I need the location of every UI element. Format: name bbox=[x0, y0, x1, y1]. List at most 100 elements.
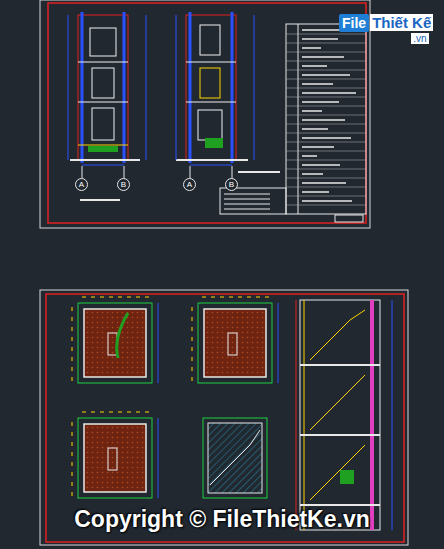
text-stroke bbox=[224, 199, 270, 200]
table-row bbox=[286, 160, 366, 161]
dim-tick bbox=[72, 337, 73, 341]
dim-tick bbox=[72, 307, 73, 311]
text-stroke bbox=[302, 38, 338, 40]
dim-tick bbox=[202, 297, 206, 298]
text-stroke bbox=[302, 47, 321, 49]
dim-tick bbox=[136, 412, 140, 413]
text-stroke bbox=[302, 128, 328, 130]
dim-tick bbox=[72, 327, 73, 331]
logo-text: File bbox=[339, 14, 369, 32]
dim-tick bbox=[192, 367, 193, 371]
axis-bubble: A bbox=[75, 178, 88, 191]
dim-tick bbox=[136, 297, 140, 298]
table-row bbox=[286, 151, 366, 152]
text-stroke bbox=[302, 65, 327, 67]
table-row bbox=[286, 43, 366, 44]
text-stroke bbox=[302, 83, 333, 85]
door bbox=[228, 333, 237, 355]
table-row bbox=[286, 97, 366, 98]
dim-tick bbox=[192, 327, 193, 331]
table-row bbox=[286, 34, 366, 35]
dim-tick bbox=[72, 357, 73, 361]
text-stroke bbox=[302, 146, 334, 148]
text-stroke bbox=[302, 155, 317, 157]
dim-tick bbox=[265, 297, 269, 298]
dim-tick bbox=[100, 412, 104, 413]
floor-hatch bbox=[84, 424, 146, 492]
dim-tick bbox=[127, 297, 131, 298]
dim-tick bbox=[256, 297, 260, 298]
dim-tick bbox=[192, 347, 193, 351]
text-stroke bbox=[302, 119, 345, 121]
dim-tick bbox=[72, 462, 73, 466]
text-stroke bbox=[224, 194, 270, 195]
table-row bbox=[286, 124, 366, 125]
floor-hatch bbox=[84, 309, 146, 377]
title-block-rows bbox=[224, 30, 366, 209]
table-row bbox=[286, 142, 366, 143]
text-stroke bbox=[224, 209, 270, 210]
dim-tick bbox=[72, 367, 73, 371]
table-row bbox=[286, 187, 366, 188]
dim-tick bbox=[211, 297, 215, 298]
dim-tick bbox=[109, 297, 113, 298]
dim-tick bbox=[82, 412, 86, 413]
table-row bbox=[286, 52, 366, 53]
logo-text: Thiết Kế bbox=[370, 14, 433, 31]
axis-bubble: A bbox=[183, 178, 196, 191]
dim-tick bbox=[109, 412, 113, 413]
table-row bbox=[286, 70, 366, 71]
plan-frame bbox=[78, 418, 152, 498]
dim-tick bbox=[220, 297, 224, 298]
dim-tick bbox=[91, 297, 95, 298]
axis-bubble: B bbox=[225, 178, 238, 191]
dim-tick bbox=[118, 297, 122, 298]
stair-curve bbox=[117, 313, 128, 358]
text-stroke bbox=[302, 56, 344, 58]
floor-hatch bbox=[204, 309, 266, 377]
dim-tick bbox=[145, 412, 149, 413]
dim-tick bbox=[82, 297, 86, 298]
plan-frame bbox=[78, 303, 152, 383]
text-stroke bbox=[302, 101, 339, 103]
text-stroke bbox=[302, 92, 356, 94]
table-row bbox=[286, 61, 366, 62]
text-stroke bbox=[302, 110, 322, 112]
dim-tick bbox=[238, 297, 242, 298]
table-row bbox=[286, 79, 366, 80]
table-row bbox=[286, 169, 366, 170]
text-stroke bbox=[224, 204, 270, 205]
dim-tick bbox=[72, 452, 73, 456]
dim-tick bbox=[72, 347, 73, 351]
table-row bbox=[286, 133, 366, 134]
dim-tick bbox=[72, 492, 73, 496]
dim-tick bbox=[91, 412, 95, 413]
dim-tick bbox=[118, 412, 122, 413]
dim-tick bbox=[100, 297, 104, 298]
dim-line bbox=[158, 303, 159, 383]
axis-bubble: B bbox=[117, 178, 130, 191]
dim-tick bbox=[127, 412, 131, 413]
table-row bbox=[286, 178, 366, 179]
text-stroke bbox=[302, 164, 340, 166]
table-row bbox=[286, 205, 366, 206]
text-stroke bbox=[302, 191, 329, 193]
floor-plans bbox=[72, 297, 278, 498]
dim-tick bbox=[192, 377, 193, 381]
text-stroke bbox=[302, 200, 352, 202]
dim-tick bbox=[72, 432, 73, 436]
table-row bbox=[286, 106, 366, 107]
plan-frame bbox=[198, 303, 272, 383]
dim-tick bbox=[192, 307, 193, 311]
dim-tick bbox=[229, 297, 233, 298]
dim-tick bbox=[72, 472, 73, 476]
text-stroke bbox=[302, 182, 346, 184]
table-row bbox=[286, 115, 366, 116]
logo-text: .vn bbox=[411, 33, 428, 44]
watermark: Copyright © FileThietKe.vn bbox=[74, 506, 370, 533]
dim-tick bbox=[145, 297, 149, 298]
dim-tick bbox=[72, 442, 73, 446]
dim-tick bbox=[72, 482, 73, 486]
text-stroke bbox=[302, 74, 350, 76]
